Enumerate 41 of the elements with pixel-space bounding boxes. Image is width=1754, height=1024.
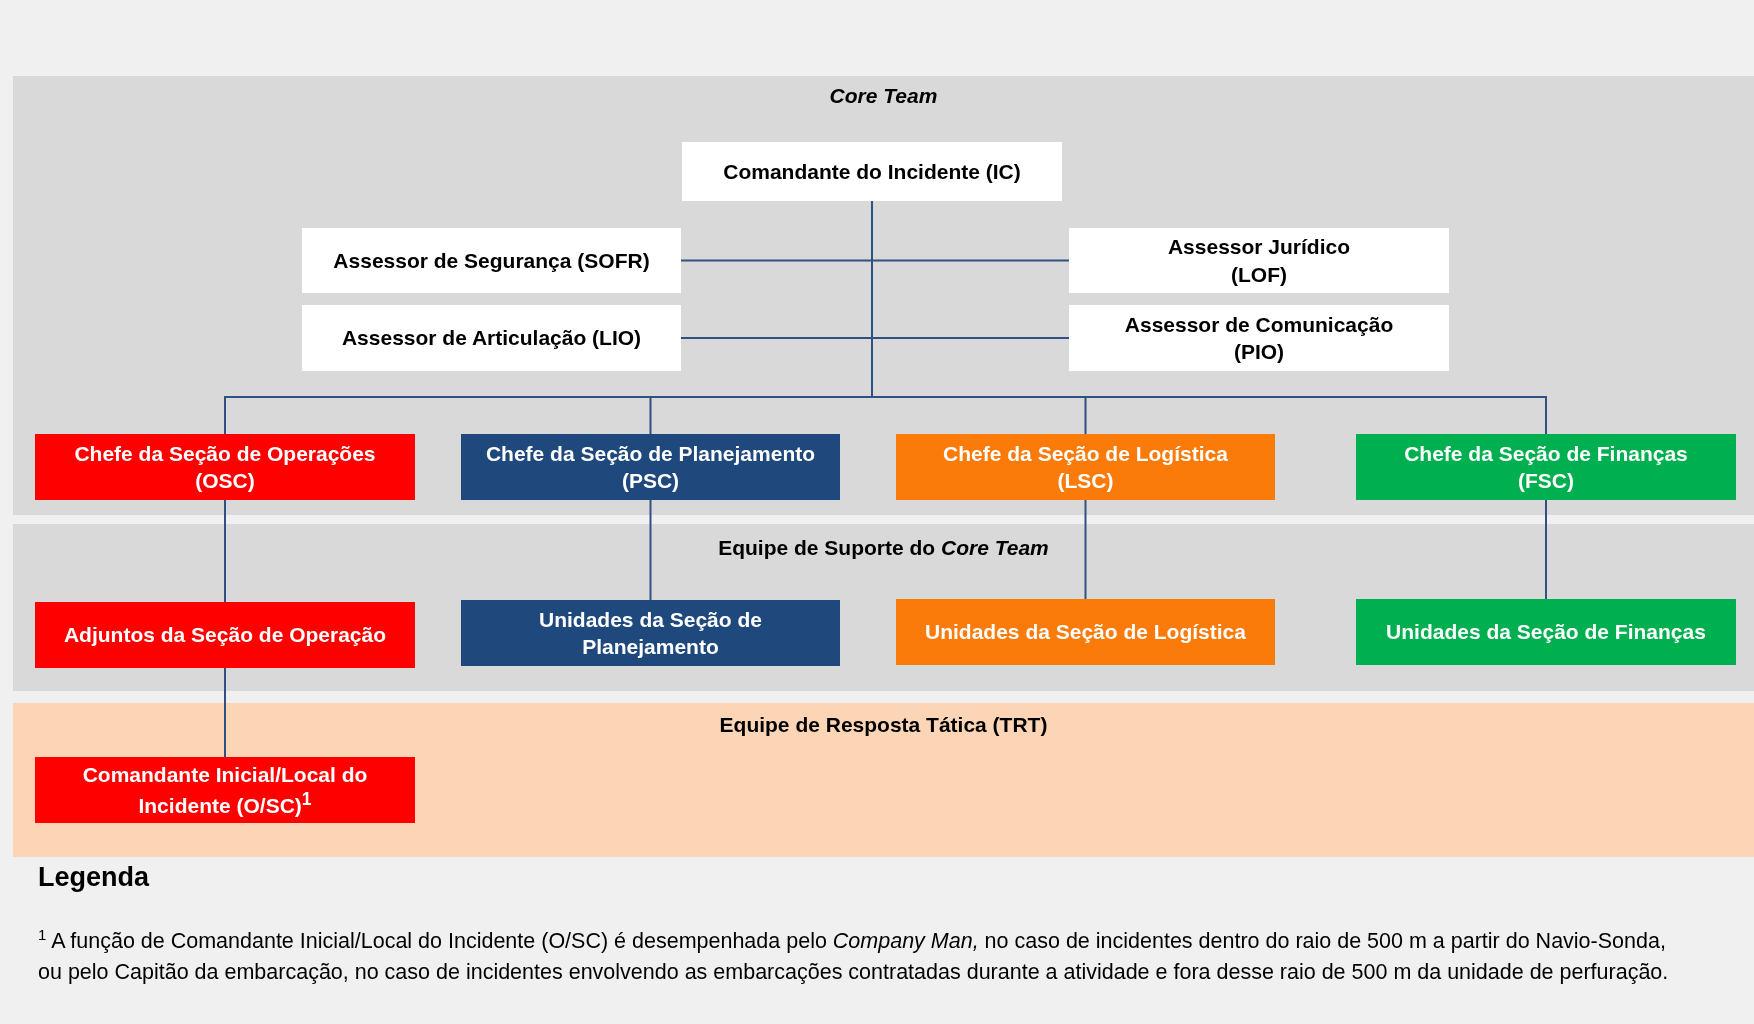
role-box [896,599,1275,665]
connector-line [224,499,226,603]
section-band [13,703,1754,857]
role-box [302,305,681,371]
section-band [13,524,1754,691]
legend-heading: Legenda [38,862,150,893]
section-title: Equipe de Suporte do Core Team [718,536,1049,560]
role-box [35,757,415,823]
role-title: Comandante do Incidente (IC) [723,158,1021,185]
role-box [1069,228,1449,293]
connector-line [1084,499,1087,600]
role-box [461,434,840,500]
section-title: Equipe de Resposta Tática (TRT) [719,713,1048,737]
role-title: Chefe da Seção de Operações (OSC) [73,440,377,494]
role-box [1356,434,1736,500]
role-box [896,434,1275,500]
role-title: Chefe da Seção de Finanças (FSC) [1403,440,1689,494]
role-title: Chefe da Seção de Logística (LSC) [942,440,1229,494]
role-title: Assessor Jurídico (LOF) [1166,234,1352,288]
connector-line [1545,499,1547,600]
role-box [1356,599,1736,665]
role-box [682,142,1062,201]
role-box [35,434,415,500]
connector-line [224,667,226,758]
section-band [13,76,1754,515]
role-title: Adjuntos da Seção de Operação [63,622,387,649]
section-title: Core Team [829,84,938,108]
role-title: Unidades da Seção de Planejamento [538,606,763,660]
connector-line [649,499,652,601]
role-box [461,600,840,666]
role-title: Assessor de Articulação (LIO) [341,325,642,352]
role-box [1069,305,1449,371]
role-title: Assessor de Comunicação (PIO) [1123,311,1395,365]
role-title: Chefe da Seção de Planejamento (PSC) [485,440,816,494]
footnote: $^{1}$ A função de Comandante Inicial/Local do Incidente (O/SC) é desempenhada pelo Company Man, no caso de incidentes dentro do raio de 500 m a partir do Navio-Sonda, ou pelo Capitão da embarcação, no caso de incidentes envolvendo as embarcações contratadas durante a atividade e fora desse raio de 500 m da unidade de perfuração. [38,925,1670,987]
role-box [302,228,681,293]
role-title: Unidades da Seção de Logística [925,619,1246,646]
role-title: Assessor de Segurança (SOFR) [333,247,650,274]
role-box [35,602,415,668]
role-title: Unidades da Seção de Finanças [1386,619,1706,646]
role-title: Comandante Inicial/Local do Incidente (O/SC)$^{1}$ [81,761,369,819]
